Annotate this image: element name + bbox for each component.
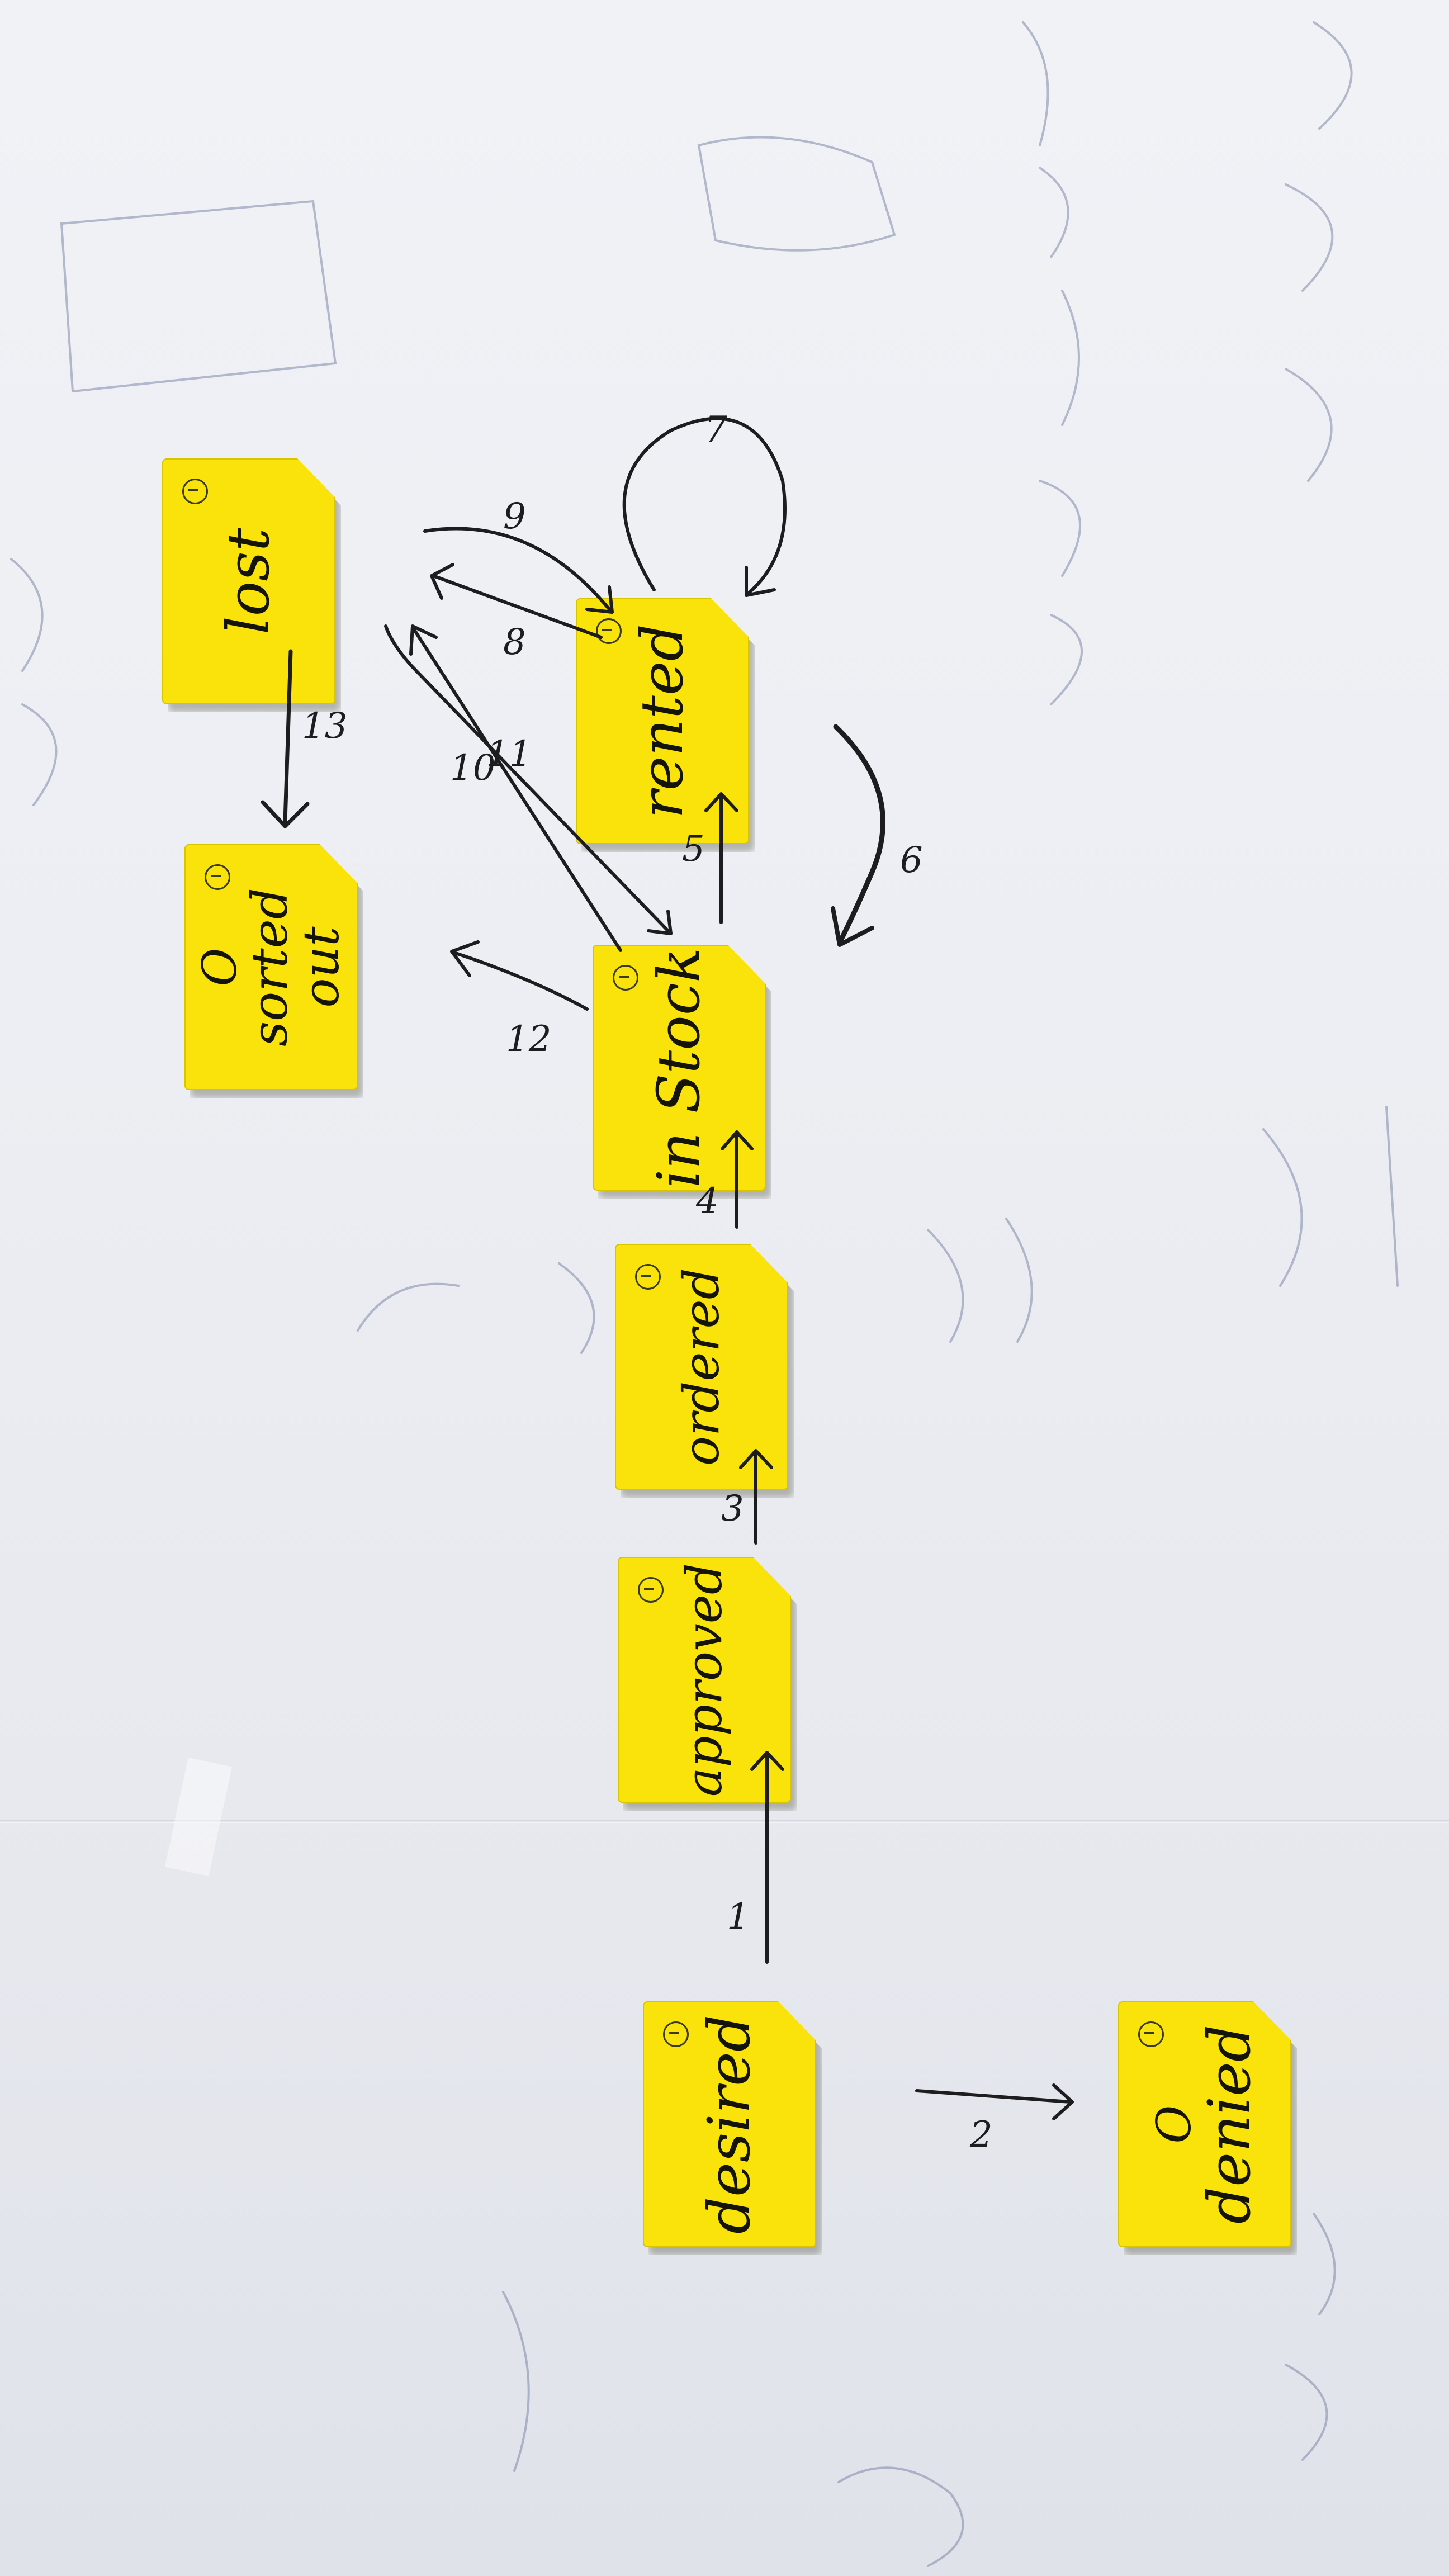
state-desired: desired <box>643 2001 822 2255</box>
brand-logo-icon <box>1138 2021 1164 2047</box>
transition-1-label: 1 <box>727 1896 750 1938</box>
transition-13-label: 13 <box>302 705 347 747</box>
transition-10-arrow: 10 <box>384 624 673 935</box>
transition-7-label: 7 <box>704 409 727 451</box>
transition-11-label: 11 <box>486 733 532 775</box>
transition-7-arrow: 7 <box>622 409 787 597</box>
brand-logo-icon <box>596 618 622 644</box>
transition-12-arrow: 12 <box>450 940 589 1060</box>
brand-logo-icon <box>638 1577 664 1603</box>
brand-logo-icon <box>205 864 230 890</box>
brand-logo-icon <box>635 1264 661 1290</box>
transition-2-arrow: 2 <box>915 2083 1074 2156</box>
transition-6-arrow: 6 <box>831 724 923 947</box>
transition-5-label: 5 <box>682 828 705 870</box>
transition-1-arrow: 1 <box>727 1751 784 1964</box>
transition-9-label: 9 <box>503 496 526 537</box>
transition-4-label: 4 <box>695 1181 719 1222</box>
brand-logo-icon <box>613 965 638 991</box>
transition-2-label: 2 <box>969 2114 993 2156</box>
transition-10-label: 10 <box>450 747 495 789</box>
transition-3-arrow: 3 <box>721 1449 773 1545</box>
brand-logo-icon <box>182 479 208 504</box>
transition-8-label: 8 <box>503 622 526 663</box>
transition-6-label: 6 <box>900 840 923 881</box>
state-lost: lost <box>162 458 341 712</box>
transition-4-arrow: 4 <box>695 1130 754 1229</box>
transition-9-arrow: 9 <box>423 496 614 614</box>
transition-8-arrow: 8 <box>430 563 603 663</box>
transition-5-arrow: 5 <box>682 792 738 924</box>
state-ordered: ordered <box>615 1244 794 1498</box>
transition-11-arrow: 11 <box>409 624 622 952</box>
brand-logo-icon <box>663 2021 689 2047</box>
transition-3-label: 3 <box>721 1488 744 1530</box>
transition-12-label: 12 <box>506 1019 551 1060</box>
paper-seam <box>0 1820 1449 1823</box>
transition-13-arrow: 13 <box>261 649 347 828</box>
